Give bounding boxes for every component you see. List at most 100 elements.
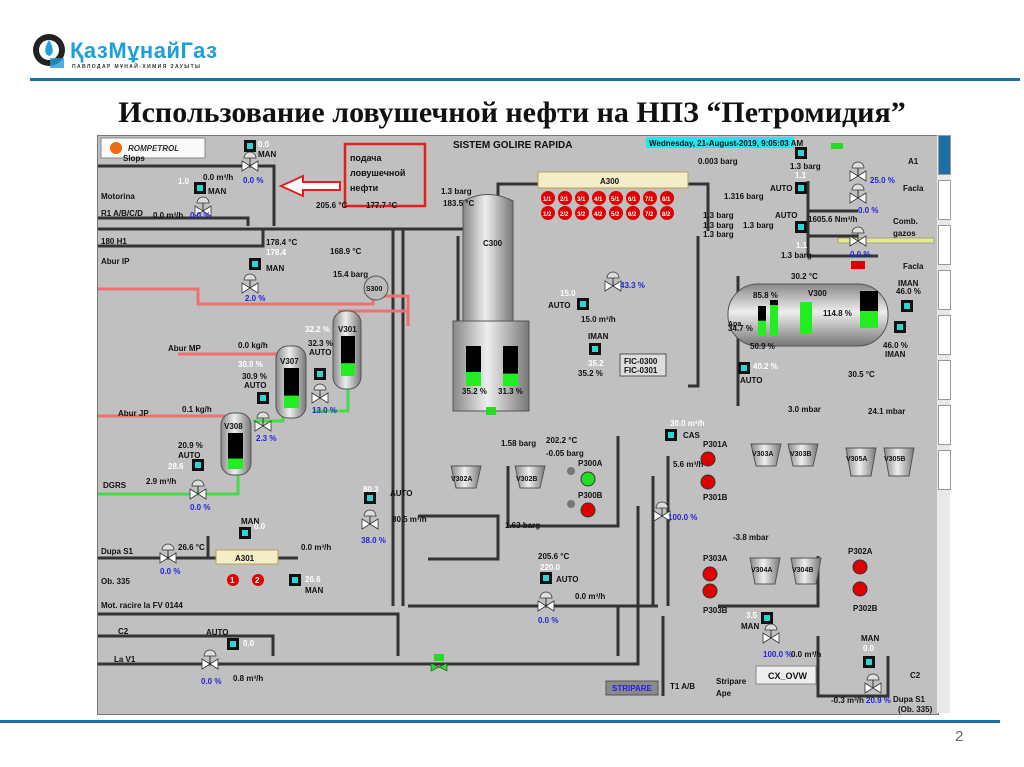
cx-ovw-button[interactable] xyxy=(755,665,817,685)
v300-apa-label: Apa xyxy=(728,321,741,328)
right-valve-icon[interactable] xyxy=(864,673,882,694)
ip-controller-icon[interactable] xyxy=(249,258,261,270)
a301-controller-icon[interactable] xyxy=(239,527,251,539)
right-controller-icon[interactable] xyxy=(863,656,875,668)
pc2-controller-icon[interactable] xyxy=(795,182,807,194)
v300-right-controller-icon[interactable] xyxy=(894,321,906,333)
v300-iman-controller-icon[interactable] xyxy=(901,300,913,312)
pc-controller-icon[interactable] xyxy=(795,147,807,159)
top-green-actuator[interactable] xyxy=(831,143,843,149)
bottom-controller-icon[interactable] xyxy=(540,572,552,584)
p303b-pump[interactable] xyxy=(702,583,718,599)
p301a-pump[interactable] xyxy=(700,451,716,467)
stripare-button[interactable] xyxy=(605,680,659,696)
toolbar-button[interactable] xyxy=(938,270,951,310)
bottom-valve-icon[interactable] xyxy=(537,591,555,612)
a300-fan[interactable] xyxy=(558,191,572,205)
a300-fan-label: 7/2 xyxy=(645,212,654,218)
fic-tag-box[interactable] xyxy=(619,353,667,377)
a1-valve-icon[interactable] xyxy=(849,161,867,182)
v307-controller-icon[interactable] xyxy=(257,392,269,404)
v300-level-1: 85.8 % xyxy=(753,291,778,300)
a301-fan-controller-icon[interactable] xyxy=(289,574,301,586)
v300-temp: 30.2 °C xyxy=(791,272,818,281)
cas-controller-icon[interactable] xyxy=(665,429,677,441)
pc3-controller-icon[interactable] xyxy=(795,221,807,233)
a300-fan[interactable] xyxy=(660,206,674,220)
p300a-pump[interactable] xyxy=(580,471,596,487)
v303a-vessel xyxy=(750,443,782,467)
pressure-0003: 0.003 barg xyxy=(698,157,738,166)
a300-fan[interactable] xyxy=(609,191,623,205)
a300-fan[interactable] xyxy=(541,206,555,220)
toolbar-button[interactable] xyxy=(938,135,951,175)
reflux-valve-icon[interactable] xyxy=(604,271,622,292)
lav1-controller-icon[interactable] xyxy=(227,638,239,650)
fic-valve-icon[interactable] xyxy=(361,509,379,530)
a300-fan[interactable] xyxy=(592,191,606,205)
p300b-pump[interactable] xyxy=(580,502,596,518)
pressure-1316: 1.316 barg xyxy=(724,192,764,201)
a300-fan[interactable] xyxy=(541,191,555,205)
p302a-pump[interactable] xyxy=(852,559,868,575)
p303-valve-icon[interactable] xyxy=(762,623,780,644)
right-toolbar xyxy=(937,135,951,713)
ip-valve-icon[interactable] xyxy=(241,273,259,294)
p303-controller-icon[interactable] xyxy=(761,612,773,624)
a300-fan[interactable] xyxy=(592,206,606,220)
dupa-valve-icon[interactable] xyxy=(159,543,177,564)
fic-tag-1: FIC-0300 xyxy=(624,357,658,366)
a300-fan[interactable] xyxy=(643,206,657,220)
v302b-label: V302B xyxy=(516,476,537,483)
green-valve-actuator[interactable] xyxy=(434,654,444,661)
a300-fan[interactable] xyxy=(609,206,623,220)
reflux-controller-icon[interactable] xyxy=(577,298,589,310)
dgrs-valve-icon[interactable] xyxy=(189,479,207,500)
p301b-pump[interactable] xyxy=(700,474,716,490)
motorina-controller-icon[interactable] xyxy=(194,182,206,194)
p302b-pump[interactable] xyxy=(852,581,868,597)
toolbar-button[interactable] xyxy=(938,360,951,400)
v305a-label: V305A xyxy=(846,456,867,463)
toolbar-button[interactable] xyxy=(938,405,951,445)
a300-fan[interactable] xyxy=(660,191,674,205)
pressure-13b: 1.3 barg xyxy=(703,221,734,230)
a300-fan[interactable] xyxy=(575,191,589,205)
v301-valve-icon[interactable] xyxy=(311,383,329,404)
a300-fan[interactable] xyxy=(643,191,657,205)
a301-fan-2[interactable] xyxy=(252,574,264,586)
facla-red-actuator[interactable] xyxy=(851,261,865,269)
slops-valve-icon[interactable] xyxy=(241,151,259,172)
p303b-label: P303B xyxy=(703,606,728,615)
datetime-bg xyxy=(646,137,794,148)
a300-fan[interactable] xyxy=(626,191,640,205)
v301-output: 13.0 % xyxy=(312,406,337,415)
toolbar-button[interactable] xyxy=(938,315,951,355)
c300-controller-icon[interactable] xyxy=(589,343,601,355)
lav1-valve-icon[interactable] xyxy=(201,649,219,670)
right-mode: MAN xyxy=(861,634,879,643)
a300-fan-label: 5/1 xyxy=(611,197,620,203)
a300-fan[interactable] xyxy=(626,206,640,220)
v308-controller-icon[interactable] xyxy=(192,459,204,471)
toolbar-button[interactable] xyxy=(938,225,951,265)
drop-logo-icon xyxy=(33,34,65,68)
a300-fan[interactable] xyxy=(558,206,572,220)
toolbar-button[interactable] xyxy=(938,450,951,490)
p300a-label: P300A xyxy=(578,459,603,468)
a301-fan-1[interactable] xyxy=(227,574,239,586)
c300-bottom-valve[interactable] xyxy=(486,407,496,415)
green-valve-icon[interactable] xyxy=(430,662,448,672)
slops-controller-icon[interactable] xyxy=(244,140,256,152)
p303a-pump[interactable] xyxy=(702,566,718,582)
v300-bottom-temp: 30.5 °C xyxy=(848,370,875,379)
facla-valve-icon[interactable] xyxy=(849,183,867,204)
a300-fan[interactable] xyxy=(575,206,589,220)
v300-auto-controller-icon[interactable] xyxy=(738,362,750,374)
toolbar-button[interactable] xyxy=(938,180,951,220)
a300-label: A300 xyxy=(600,177,620,186)
pressure-158: 1.58 barg xyxy=(501,439,536,448)
v301-controller-icon[interactable] xyxy=(314,368,326,380)
stream-r1: R1 A/B/C/D xyxy=(101,209,143,218)
mbar-241: 24.1 mbar xyxy=(868,407,905,416)
